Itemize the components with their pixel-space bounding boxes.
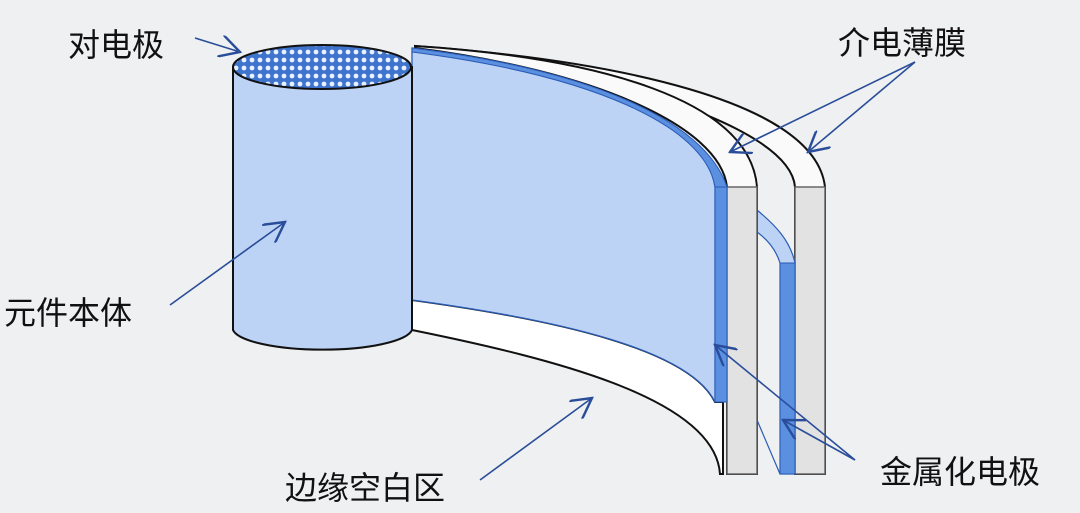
- counter-electrode-top: [232, 44, 412, 90]
- pointer-arrows: [169, 38, 916, 481]
- label-dielectric-film: 介电薄膜: [838, 24, 967, 62]
- label-counter-electrode: 对电极: [68, 26, 165, 64]
- element-body-cylinder: [232, 66, 413, 351]
- label-edge-margin: 边缘空白区: [285, 469, 446, 507]
- label-metallized-electrode: 金属化电极: [880, 453, 1041, 491]
- metallized-electrode-edge: [714, 186, 728, 403]
- dielectric-film-inner-edge: [726, 186, 758, 475]
- metallized-electrode-inner-edge: [779, 262, 796, 475]
- label-element-body: 元件本体: [4, 294, 133, 332]
